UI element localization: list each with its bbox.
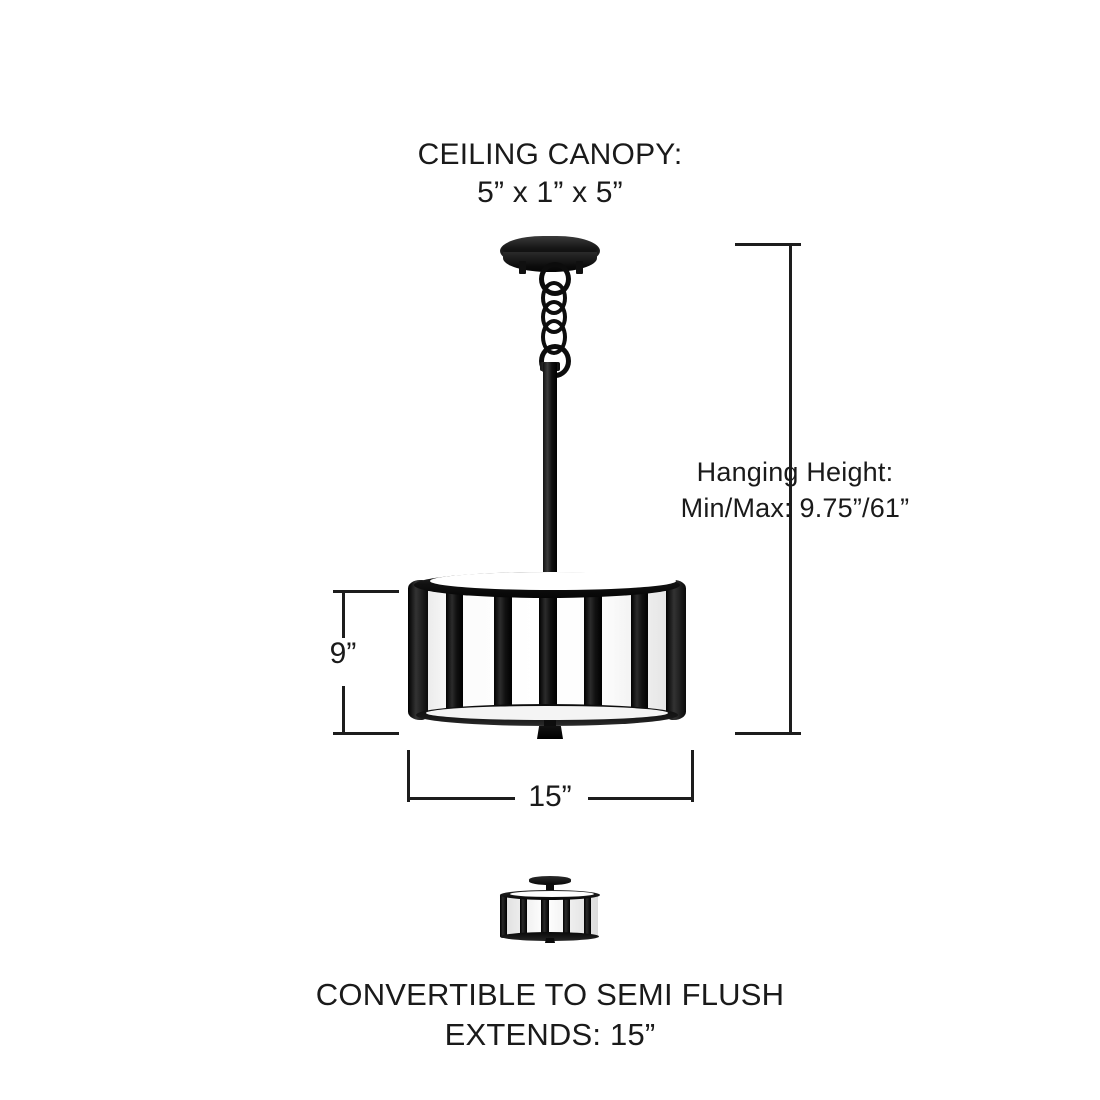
canopy-screw-left	[519, 261, 526, 274]
shade-slat	[631, 582, 648, 720]
shade-height-bottom-cap	[333, 732, 399, 735]
shade-slat	[446, 582, 463, 720]
semi-flush-canopy	[529, 876, 571, 885]
downrod	[543, 362, 557, 580]
shade-stave-left	[408, 580, 428, 720]
shade-height-line-upper	[342, 590, 345, 638]
shade-width-value: 15”	[528, 780, 572, 813]
shade-stave-right	[666, 580, 686, 720]
semi-flush-slat	[584, 894, 591, 938]
semi-flush-diffuser	[502, 895, 598, 937]
hanging-height-label: Hanging Height: Min/Max: 9.75”/61”	[680, 457, 910, 523]
bottom-finial	[537, 726, 563, 739]
hanging-height-top-cap	[735, 243, 801, 246]
semi-flush-slat	[520, 894, 527, 938]
shade-top-opening	[430, 572, 676, 590]
semi-flush-thumbnail	[498, 876, 602, 943]
shade-slat	[584, 582, 602, 720]
hanging-height-bottom-cap	[735, 732, 801, 735]
finial-neck	[544, 720, 556, 728]
shade-height-line-lower	[342, 686, 345, 735]
semi-flush-shade	[498, 890, 602, 941]
semi-flush-finial	[545, 938, 555, 943]
convertible-semi-flush-label: CONVERTIBLE TO SEMI FLUSH EXTENDS: 15”	[315, 977, 785, 1053]
semi-flush-slat	[563, 894, 570, 938]
drum-shade	[408, 572, 686, 730]
shade-width-right-cap	[691, 750, 694, 802]
semi-flush-slat	[500, 894, 507, 938]
hanging-height-line	[789, 243, 792, 735]
shade-width-line-right	[588, 797, 694, 800]
semi-flush-slat	[541, 894, 549, 938]
shade-slat	[494, 582, 512, 720]
ceiling-canopy-label: CEILING CANOPY: 5” x 1” x 5”	[417, 138, 683, 210]
semi-flush-bottom-rim	[501, 932, 599, 941]
shade-height-top-cap	[333, 590, 399, 593]
shade-slat	[539, 582, 557, 720]
shade-height-value: 9”	[329, 637, 357, 670]
shade-width-left-cap	[407, 750, 410, 802]
shade-bottom-opening	[426, 706, 668, 720]
shade-width-line-left	[407, 797, 515, 800]
semi-flush-top-rim	[500, 890, 600, 900]
shade-top-rim	[414, 572, 680, 598]
semi-flush-top-opening	[510, 891, 594, 897]
semi-flush-stem	[546, 883, 554, 895]
canopy-screw-right	[576, 261, 583, 274]
